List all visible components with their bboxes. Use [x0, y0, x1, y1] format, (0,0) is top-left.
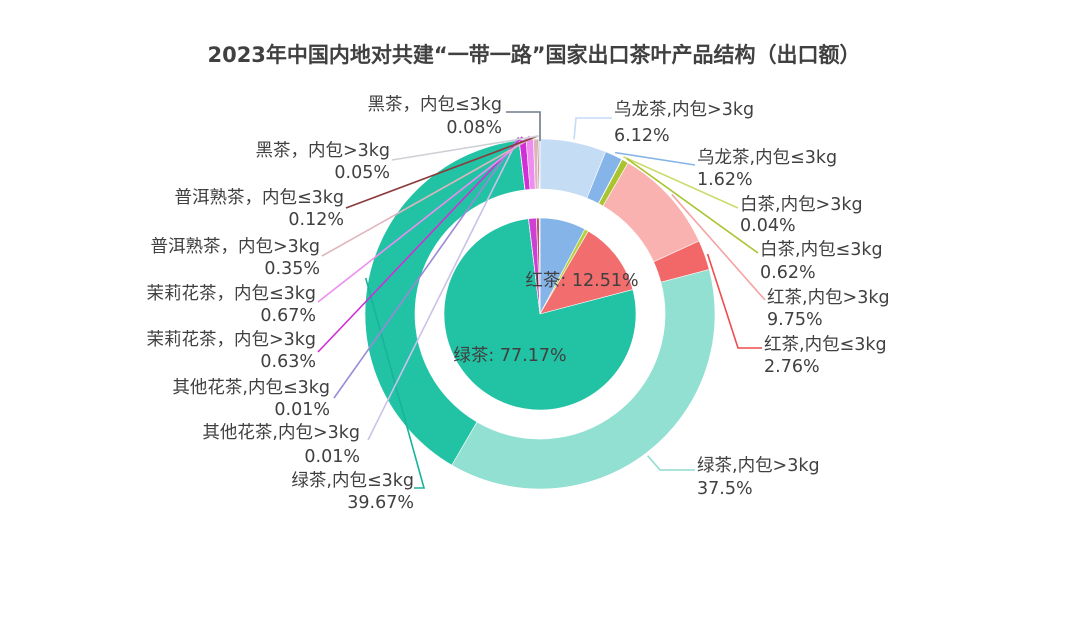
outer-slice-15 [538, 138, 541, 190]
leader-line-2 [623, 156, 739, 209]
outer-label-name-3: 白茶,内包≤3kg [760, 240, 883, 260]
leader-line-6 [647, 455, 695, 471]
leader-line-10 [317, 136, 523, 353]
outer-label-name-8: 其他花茶,内包>3kg [202, 423, 360, 443]
leader-line-0 [573, 117, 612, 140]
outer-label-name-4: 红茶,内包>3kg [767, 288, 890, 308]
outer-label-pct-8: 0.01% [304, 447, 360, 467]
leader-line-14 [391, 135, 539, 161]
leader-line-1 [614, 151, 696, 166]
chart-title: 2023年中国内地对共建“一带一路”国家出口茶叶产品结构（出口额） [207, 43, 860, 67]
outer-label-pct-5: 2.76% [764, 357, 820, 377]
inner-slice-2 [539, 230, 634, 315]
outer-label-name-2: 白茶,内包>3kg [740, 195, 863, 215]
outer-label-pct-14: 0.05% [334, 163, 390, 183]
outer-label-pct-1: 1.62% [697, 170, 753, 190]
outer-label-name-14: 黑茶，内包>3kg [255, 141, 390, 161]
outer-label-pct-10: 0.63% [260, 352, 316, 372]
outer-label-pct-3: 0.62% [760, 263, 816, 283]
outer-label-name-12: 普洱熟茶，内包>3kg [150, 236, 320, 257]
outer-label-pct-4: 9.75% [767, 310, 823, 330]
outer-label-name-15: 黑茶，内包≤3kg [367, 95, 502, 115]
inner-label-2: 红茶: 12.51% [525, 271, 638, 291]
leader-line-8 [367, 136, 520, 441]
outer-label-pct-2: 0.04% [740, 216, 796, 236]
outer-label-pct-0: 6.12% [614, 126, 670, 146]
outer-label-pct-13: 0.12% [288, 210, 344, 230]
outer-label-name-9: 其他花茶,内包≤3kg [172, 378, 330, 398]
leader-line-5 [706, 253, 762, 349]
inner-slice-3 [443, 218, 637, 411]
outer-slice-6 [451, 269, 716, 490]
outer-label-pct-6: 37.5% [697, 479, 753, 499]
outer-label-pct-15: 0.08% [446, 118, 502, 138]
outer-label-pct-12: 0.35% [264, 259, 320, 279]
outer-labels: 乌龙茶,内包>3kg6.12%乌龙茶,内包≤3kg1.62%白茶,内包>3kg0… [146, 95, 889, 513]
leader-line-7 [364, 277, 426, 489]
outer-label-name-6: 绿茶,内包>3kg [697, 456, 820, 476]
outer-label-name-1: 乌龙茶,内包≤3kg [697, 148, 837, 168]
leader-lines [317, 111, 766, 489]
outer-label-name-7: 绿茶,内包≤3kg [291, 471, 414, 491]
outer-label-name-5: 红茶,内包≤3kg [764, 335, 887, 355]
leader-line-13 [345, 135, 539, 209]
outer-label-pct-9: 0.01% [274, 400, 330, 420]
outer-label-name-11: 茉莉花茶，内包≤3kg [146, 284, 316, 304]
leader-line-9 [333, 136, 520, 399]
leader-line-4 [671, 193, 766, 301]
leader-line-15 [506, 111, 541, 141]
outer-label-name-0: 乌龙茶,内包>3kg [614, 100, 754, 120]
leader-line-12 [321, 135, 536, 257]
leader-line-3 [626, 157, 759, 254]
inner-slice-7 [538, 217, 541, 315]
outer-ring [364, 138, 716, 490]
inner-label-3: 绿茶: 77.17% [453, 346, 566, 366]
outer-label-pct-7: 39.67% [347, 493, 414, 513]
outer-label-pct-11: 0.67% [260, 306, 316, 326]
leader-line-11 [317, 135, 531, 303]
inner-pie [443, 217, 637, 411]
outer-label-name-13: 普洱熟茶，内包≤3kg [174, 187, 344, 208]
outer-label-name-10: 茉莉花茶，内包>3kg [146, 330, 316, 350]
inner-labels: 红茶: 12.51% 绿茶: 77.17% [453, 271, 638, 366]
